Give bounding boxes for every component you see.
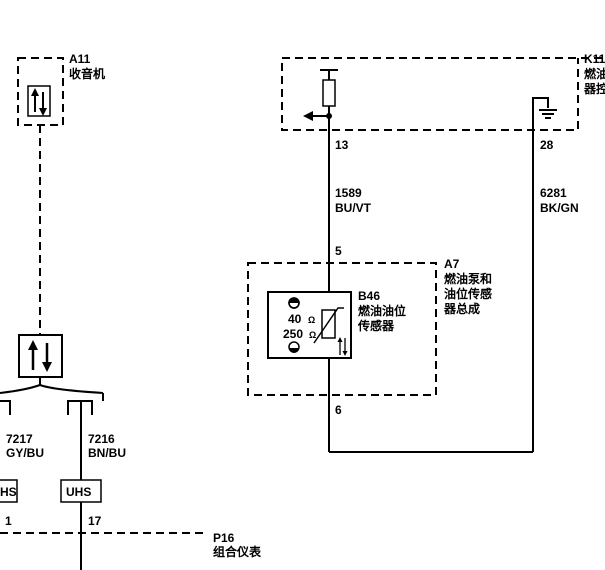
- k11-ref: K11: [584, 52, 605, 66]
- p16-name: 组合仪表: [213, 544, 262, 559]
- wire-1589-color: BU/VT: [335, 201, 372, 215]
- a7-pin-6: 6: [335, 403, 342, 417]
- uhs-box-left: HS: [0, 479, 18, 503]
- wire-7216-circuit: 7216: [88, 432, 115, 446]
- b46-value-low: 250: [283, 327, 303, 341]
- k11-name-1: 燃油: [584, 66, 605, 81]
- fuel-full-icon: [288, 297, 300, 309]
- wire-7217-circuit: 7217: [6, 432, 33, 446]
- a7-name-2: 油位传感: [444, 286, 492, 301]
- a11-ref: A11: [69, 52, 91, 66]
- a11-name: 收音机: [69, 66, 105, 81]
- a7-name-3: 器总成: [443, 301, 480, 316]
- p16-pin-17: 17: [88, 514, 102, 528]
- wire-6281-color: BK/GN: [540, 201, 579, 215]
- wire-6281-circuit: 6281: [540, 186, 567, 200]
- wire-1589-circuit: 1589: [335, 186, 362, 200]
- radio-a11: A11 收音机: [17, 52, 105, 126]
- a7-name-1: 燃油泵和: [444, 271, 492, 286]
- fuel-level-sensor-b46: 40 Ω 250 Ω B46 燃油油位 传感器: [267, 289, 406, 359]
- fuel-empty-icon: [288, 341, 300, 353]
- b46-value-high: 40: [288, 312, 302, 326]
- uhs-left-label: HS: [0, 485, 17, 499]
- b46-unit-low: Ω: [309, 330, 316, 340]
- a7-ref: A7: [444, 257, 460, 271]
- p16-pin-1: 1: [5, 514, 12, 528]
- k11-pin-28: 28: [540, 138, 554, 152]
- data-transceiver: [0, 334, 104, 415]
- uhs-right-label: UHS: [66, 485, 91, 499]
- b46-name-1: 燃油油位: [358, 303, 406, 318]
- a7-pin-5: 5: [335, 244, 342, 258]
- bidirectional-arrows-icon: [31, 88, 47, 116]
- wire-7216-color: BN/BU: [88, 446, 126, 460]
- adjust-arrows-icon: [337, 337, 348, 356]
- b46-unit-high: Ω: [308, 315, 315, 325]
- uhs-box-right: UHS: [60, 479, 102, 503]
- b46-name-2: 传感器: [357, 318, 395, 333]
- module-k11: K11 燃油 器控: [281, 52, 605, 140]
- k11-name-2: 器控: [583, 81, 605, 96]
- wire-7217-color: GY/BU: [6, 446, 44, 460]
- p16-ref: P16: [213, 531, 235, 545]
- bidirectional-arrows-icon: [28, 340, 52, 372]
- k11-pin-13: 13: [335, 138, 349, 152]
- b46-ref: B46: [358, 289, 380, 303]
- fuel-pump-assembly-a7: A7 燃油泵和 油位传感 器总成: [247, 257, 492, 396]
